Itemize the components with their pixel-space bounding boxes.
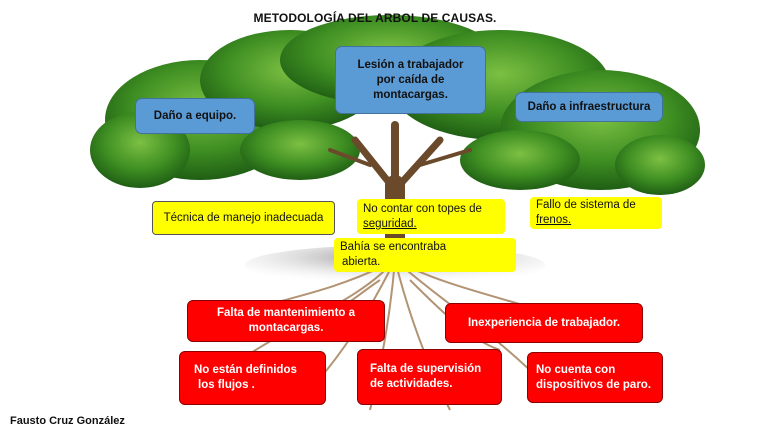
page-title: METODOLOGÍA DEL ARBOL DE CAUSAS. xyxy=(253,11,497,25)
root-mantenimiento: Falta de mantenimiento a montacargas. xyxy=(187,300,385,342)
root-mantenimiento-line1: Falta de mantenimiento a xyxy=(216,307,356,319)
cause-tecnica-label: Técnica de manejo inadecuada xyxy=(163,212,324,224)
root-paro-line2: dispositivos de paro. xyxy=(536,378,652,391)
root-supervision: Falta de supervisión de actividades. xyxy=(357,349,502,405)
cause-topes-line1: No contar con topes de xyxy=(363,203,482,215)
cause-frenos-line1: Fallo de sistema de xyxy=(536,199,636,211)
effect-right-label: Daño a infraestructura xyxy=(527,100,651,113)
cause-bahia-line2: abierta. xyxy=(342,256,381,268)
cause-tecnica: Técnica de manejo inadecuada xyxy=(152,201,335,235)
cause-topes-line2: seguridad. xyxy=(363,218,417,230)
root-inexperiencia-label: Inexperiencia de trabajador. xyxy=(467,316,621,329)
root-supervision-line2: de actividades. xyxy=(370,378,453,390)
effect-left-label: Daño a equipo. xyxy=(153,109,237,122)
author-name: Fausto Cruz González xyxy=(10,415,125,427)
root-flujos-line2: los flujos . xyxy=(198,379,255,391)
effect-main-line3: montacargas. xyxy=(373,88,448,101)
cause-bahia-line1: Bahía se encontraba xyxy=(340,241,447,253)
root-inexperiencia: Inexperiencia de trabajador. xyxy=(445,303,643,343)
cause-bahia: Bahía se encontraba abierta. xyxy=(334,238,516,272)
effect-main-line2: por caída de xyxy=(376,73,445,86)
effect-right: Daño a infraestructura xyxy=(515,92,663,122)
cause-frenos: Fallo de sistema de frenos. xyxy=(530,197,662,229)
cause-frenos-line2: frenos. xyxy=(536,214,572,226)
root-supervision-line1: Falta de supervisión xyxy=(370,363,482,375)
root-mantenimiento-line2: montacargas. xyxy=(248,322,324,334)
effect-main: Lesión a trabajador por caída de montaca… xyxy=(335,46,486,114)
root-paro: No cuenta con dispositivos de paro. xyxy=(527,352,663,403)
effect-main-line1: Lesión a trabajador xyxy=(357,58,464,71)
root-flujos: No están definidos los flujos . xyxy=(179,351,326,405)
root-flujos-line1: No están definidos xyxy=(194,364,297,376)
cause-topes: No contar con topes de seguridad. xyxy=(357,199,505,234)
effect-left: Daño a equipo. xyxy=(135,98,255,134)
root-paro-line1: No cuenta con xyxy=(536,363,616,376)
